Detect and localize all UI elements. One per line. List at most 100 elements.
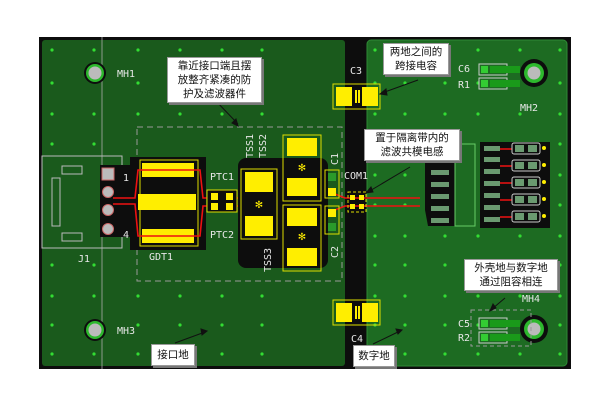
via <box>92 263 96 267</box>
via <box>443 234 447 238</box>
label-interface-ground: 接口地 <box>151 344 195 366</box>
gas-discharge-tube-gdt1 <box>130 157 206 250</box>
resistor-pad <box>528 213 537 220</box>
callout-protection-devices: 靠近接口端且摆 放整齐紧凑的防 护及滤波器件 <box>167 57 262 103</box>
svg-text:✻: ✻ <box>255 200 263 211</box>
callout-line: 滤波共模电感 <box>380 146 444 158</box>
via <box>403 112 407 116</box>
via <box>92 352 96 356</box>
via <box>542 197 546 201</box>
via <box>50 142 54 146</box>
resistor-pad <box>528 196 537 203</box>
via <box>373 48 377 52</box>
via <box>136 81 140 85</box>
via <box>558 234 562 238</box>
via <box>518 112 522 116</box>
callout-line: 护及滤波器件 <box>183 88 246 100</box>
via <box>476 48 480 52</box>
via <box>403 323 407 327</box>
via <box>373 112 377 116</box>
via <box>443 263 447 267</box>
via <box>260 112 264 116</box>
resistor-pad <box>528 145 537 152</box>
via <box>220 352 224 356</box>
label-tss3: TSS3 <box>263 248 274 272</box>
svg-text:✻: ✻ <box>298 232 306 243</box>
via <box>403 234 407 238</box>
via <box>558 352 562 356</box>
tss-thyristor-surge-suppressors: ✻ ✻ ✻ <box>238 134 328 272</box>
via <box>50 112 54 116</box>
via <box>50 48 54 52</box>
via <box>260 352 264 356</box>
via <box>403 294 407 298</box>
resistor-outline <box>511 159 541 172</box>
via <box>136 323 140 327</box>
label-j1: J1 <box>78 254 90 265</box>
via <box>542 180 546 184</box>
via <box>542 214 546 218</box>
via <box>443 294 447 298</box>
resistor-pad <box>515 145 524 152</box>
label-gdt1: GDT1 <box>149 252 173 263</box>
resistor-outline <box>511 176 541 189</box>
via <box>443 112 447 116</box>
resistor-outline <box>511 193 541 206</box>
via <box>558 173 562 177</box>
via <box>373 173 377 177</box>
callout-line: 跨接电容 <box>395 60 437 72</box>
label-pin1: 1 <box>123 173 129 184</box>
via <box>260 48 264 52</box>
mounting-hole-mh4 <box>520 315 548 343</box>
callout-line: 置于隔离带内的 <box>375 132 449 144</box>
label-com1: COM1 <box>344 171 368 182</box>
via <box>373 294 377 298</box>
label-c6: C6 <box>458 64 470 75</box>
via <box>373 263 377 267</box>
mounting-hole-mh2 <box>520 59 548 87</box>
label-c4: C4 <box>351 334 363 345</box>
via <box>542 146 546 150</box>
via <box>518 294 522 298</box>
via <box>136 352 140 356</box>
via <box>403 81 407 85</box>
via <box>542 163 546 167</box>
label-c2: C2 <box>330 246 341 258</box>
connector-j1 <box>41 155 130 249</box>
via <box>220 112 224 116</box>
label-c3: C3 <box>350 66 362 77</box>
rc-network-bottom <box>470 309 532 347</box>
callout-bridge-capacitor: 两地之间的 跨接电容 <box>383 43 449 75</box>
via <box>220 48 224 52</box>
callout-common-mode-choke: 置于隔离带内的 滤波共模电感 <box>364 129 460 161</box>
via <box>558 263 562 267</box>
via <box>92 294 96 298</box>
via <box>443 81 447 85</box>
via <box>518 234 522 238</box>
via <box>220 323 224 327</box>
bridge-capacitor-c3 <box>332 83 381 110</box>
via <box>518 48 522 52</box>
bridge-capacitor-c4 <box>332 299 381 326</box>
label-tss1: TSS1 <box>245 134 256 158</box>
label-mh3: MH3 <box>117 326 135 337</box>
label-c5: C5 <box>458 319 470 330</box>
label-r2: R2 <box>458 333 470 344</box>
via <box>476 294 480 298</box>
via <box>136 112 140 116</box>
via <box>178 323 182 327</box>
via <box>403 352 407 356</box>
via <box>178 112 182 116</box>
svg-text:✻: ✻ <box>298 163 306 174</box>
via <box>558 81 562 85</box>
via <box>443 352 447 356</box>
callout-line: 通过阻容相连 <box>479 276 543 288</box>
resistor-pad <box>515 162 524 169</box>
via <box>50 81 54 85</box>
resistor-outline <box>511 142 541 155</box>
label-ptc2: PTC2 <box>210 230 234 241</box>
common-mode-choke-com1 <box>347 191 367 213</box>
label-c1: C1 <box>330 153 341 165</box>
via <box>136 48 140 52</box>
label-r1: R1 <box>458 80 470 91</box>
